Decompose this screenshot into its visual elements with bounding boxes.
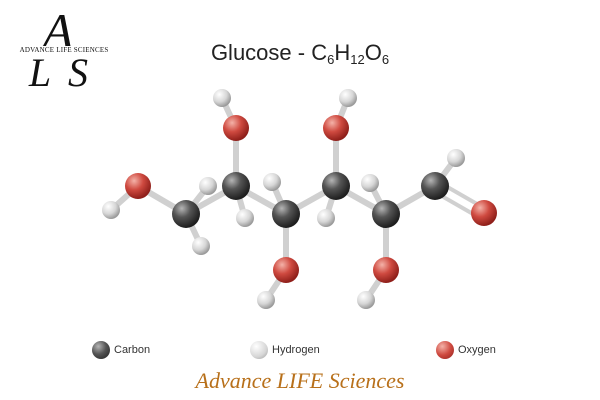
- hydrogen-atom: [236, 209, 254, 227]
- legend-label-hydrogen: Hydrogen: [272, 344, 320, 356]
- oxygen-atom: [323, 115, 349, 141]
- hydrogen-swatch: [250, 341, 268, 359]
- carbon-atom: [372, 200, 400, 228]
- title-oxygen-count: 6: [381, 52, 390, 67]
- footer-brand-text: Advance LIFE Sciences: [195, 368, 405, 393]
- legend-label-oxygen: Oxygen: [458, 344, 496, 356]
- hydrogen-atom: [317, 209, 335, 227]
- oxygen-atom: [223, 115, 249, 141]
- hydrogen-atom: [213, 89, 231, 107]
- title-text: Glucose - C: [210, 40, 328, 65]
- oxygen-atom: [273, 257, 299, 283]
- logo-caption: ADVANCE LIFE SCIENCES: [8, 46, 120, 54]
- title-carbon-count: 6: [327, 52, 335, 67]
- hydrogen-atom: [192, 237, 210, 255]
- hydrogen-atom: [357, 291, 375, 309]
- carbon-atom: [421, 172, 449, 200]
- hydrogen-atom: [263, 173, 281, 191]
- legend-item-hydrogen: Hydrogen: [250, 340, 320, 360]
- svg-text:L: L: [28, 50, 51, 88]
- legend-item-oxygen: Oxygen: [436, 340, 496, 360]
- oxygen-atom: [125, 173, 151, 199]
- oxygen-atom: [373, 257, 399, 283]
- carbon-atom: [272, 200, 300, 228]
- carbon-atom: [222, 172, 250, 200]
- hydrogen-atom: [339, 89, 357, 107]
- page-title: Glucose - C6H12O6: [0, 40, 600, 67]
- carbon-atom: [322, 172, 350, 200]
- atoms: [102, 89, 497, 309]
- title-hydrogen: H: [334, 40, 351, 65]
- oxygen-swatch: [436, 341, 454, 359]
- legend-item-carbon: Carbon: [92, 340, 150, 360]
- legend-label-carbon: Carbon: [114, 344, 151, 356]
- hydrogen-atom: [257, 291, 275, 309]
- svg-text:S: S: [68, 50, 88, 88]
- logo-monogram: A L S: [28, 3, 88, 95]
- hydrogen-atom: [361, 174, 379, 192]
- hydrogen-atom: [199, 177, 217, 195]
- hydrogen-atom: [447, 149, 465, 167]
- carbon-atom: [172, 200, 200, 228]
- carbon-swatch: [92, 341, 110, 359]
- brand-logo: A L S ADVANCE LIFE SCIENCES: [6, 2, 120, 95]
- hydrogen-atom: [102, 201, 120, 219]
- title-oxygen: O: [364, 40, 382, 65]
- oxygen-atom: [471, 200, 497, 226]
- title-hydrogen-count: 12: [350, 52, 365, 67]
